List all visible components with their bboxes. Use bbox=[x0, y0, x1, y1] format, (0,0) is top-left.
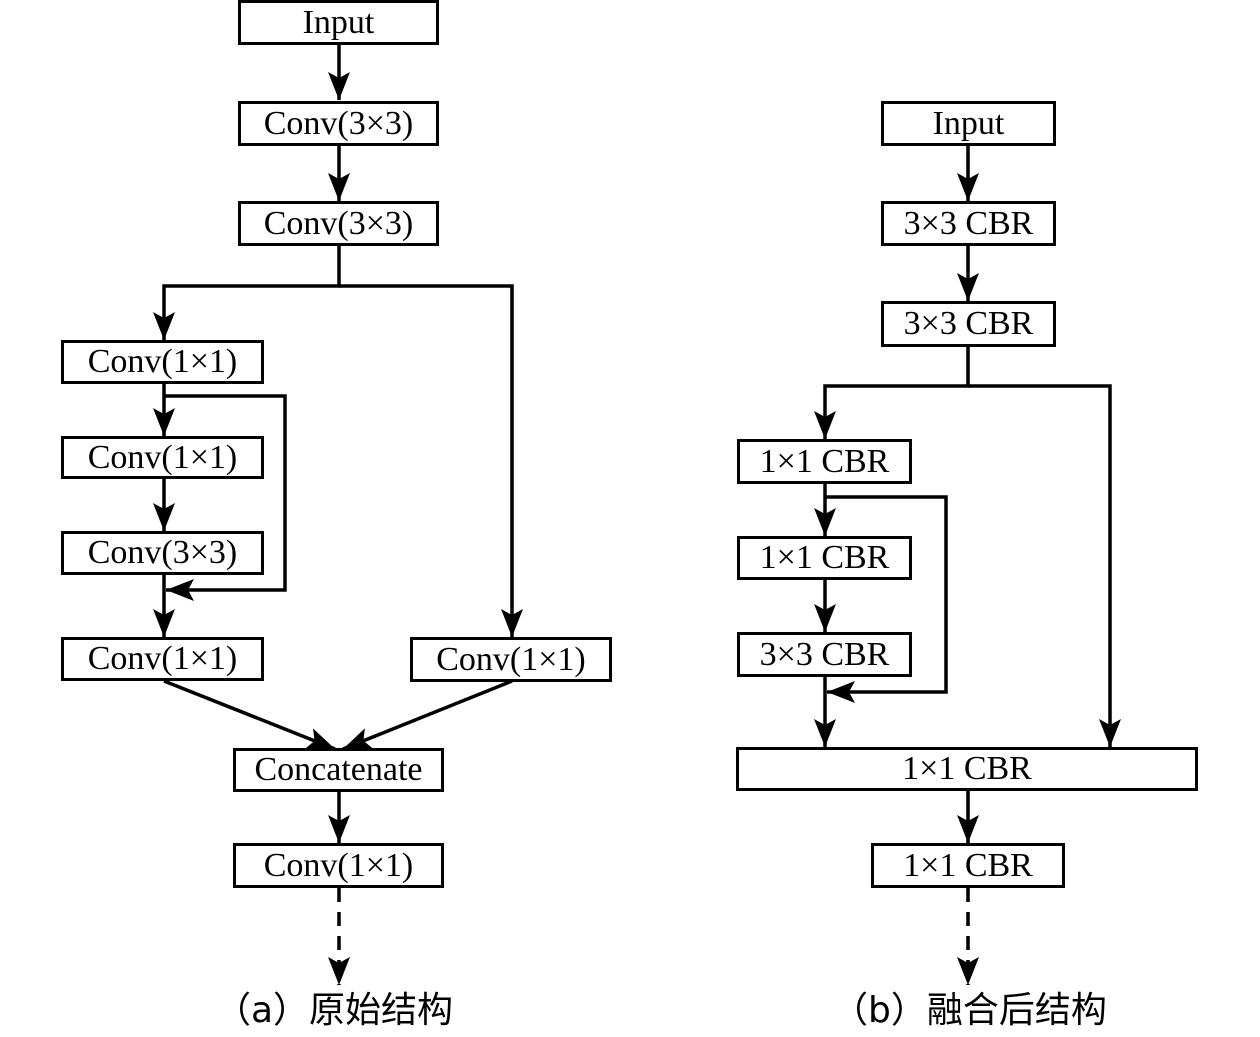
node-a-branch-conv2: Conv(1×1) bbox=[61, 436, 264, 479]
arrow-a-right-concat bbox=[342, 679, 513, 751]
connector-a-split bbox=[153, 246, 341, 340]
node-b-branch-cbr1: 1×1 CBR bbox=[737, 439, 912, 484]
connector-b-split bbox=[814, 347, 970, 439]
node-b-out-cbr: 1×1 CBR bbox=[871, 843, 1065, 888]
node-a-right-conv: Conv(1×1) bbox=[410, 637, 612, 682]
connector-b-skip bbox=[825, 495, 948, 703]
caption-a: （a）原始结构 bbox=[215, 990, 454, 1031]
node-b-merge-cbr: 1×1 CBR bbox=[736, 747, 1198, 791]
node-a-conv1: Conv(3×3) bbox=[238, 101, 439, 146]
node-a-branch-conv1: Conv(1×1) bbox=[61, 340, 264, 384]
node-a-input: Input bbox=[238, 0, 439, 45]
connector-a-skip bbox=[164, 394, 287, 601]
node-a-concatenate: Concatenate bbox=[233, 748, 444, 792]
node-b-branch-cbr2: 1×1 CBR bbox=[737, 536, 912, 580]
node-b-branch-cbr3: 3×3 CBR bbox=[737, 632, 912, 677]
node-a-conv2: Conv(3×3) bbox=[238, 201, 439, 246]
arrow-a-b4-concat bbox=[163, 679, 336, 751]
node-a-out-conv: Conv(1×1) bbox=[233, 843, 444, 888]
node-b-cbr2: 3×3 CBR bbox=[881, 301, 1056, 347]
caption-b: （b）融合后结构 bbox=[832, 990, 1107, 1031]
node-b-input: Input bbox=[881, 101, 1056, 146]
connector-a-right bbox=[339, 284, 523, 637]
node-b-cbr1: 3×3 CBR bbox=[881, 201, 1056, 246]
connector-b-right bbox=[968, 384, 1121, 747]
node-a-branch-conv3: Conv(3×3) bbox=[61, 531, 264, 575]
node-a-branch-conv4: Conv(1×1) bbox=[61, 637, 264, 681]
